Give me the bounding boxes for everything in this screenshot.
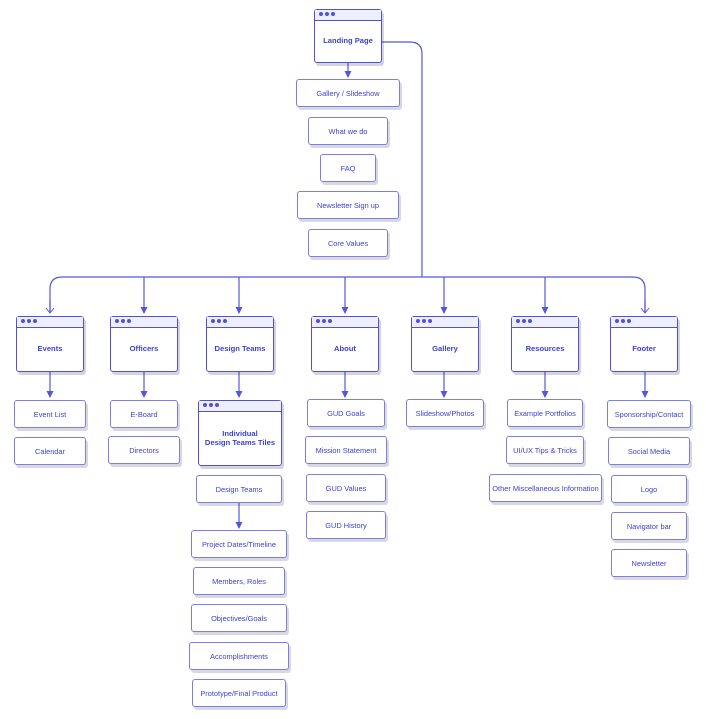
connector-bus	[49, 276, 646, 313]
landing-page-label: Landing Page	[323, 36, 373, 46]
footer-page-label: Footer	[632, 344, 656, 354]
resources-page-node[interactable]: Resources	[511, 316, 579, 372]
landing-item-core-values[interactable]: Core Values	[308, 229, 388, 257]
resources-item-example-portfolios[interactable]: Example Portfolios	[507, 399, 583, 427]
landing-item-faq[interactable]: FAQ	[320, 154, 376, 182]
gallery-page-node[interactable]: Gallery	[411, 316, 479, 372]
gallery-item-slideshow-photos[interactable]: Slideshow/Photos	[406, 399, 484, 427]
about-item-gud-goals[interactable]: GUD Goals	[307, 399, 385, 427]
officers-item-directors[interactable]: Directors	[108, 436, 180, 464]
resources-item-ui-ux-tips[interactable]: UI/UX Tips & Tricks	[506, 436, 584, 464]
events-page-node[interactable]: Events	[16, 316, 84, 372]
design-team-detail-objectives-goals[interactable]: Objectives/Goals	[191, 604, 287, 632]
design-team-detail-prototype[interactable]: Prototype/Final Product	[192, 679, 286, 707]
events-item-event-list[interactable]: Event List	[14, 400, 86, 428]
connector-landing-branch	[382, 41, 423, 277]
landing-item-gallery-slideshow[interactable]: Gallery / Slideshow	[296, 79, 400, 107]
footer-item-logo[interactable]: Logo	[611, 475, 687, 503]
about-item-mission-statement[interactable]: Mission Statement	[305, 436, 387, 464]
footer-page-node[interactable]: Footer	[610, 316, 678, 372]
design-teams-page-node[interactable]: Design Teams	[206, 316, 274, 372]
landing-item-what-we-do[interactable]: What we do	[308, 117, 388, 145]
officers-page-node[interactable]: Officers	[110, 316, 178, 372]
about-item-gud-values[interactable]: GUD Values	[306, 474, 386, 502]
footer-item-newsletter[interactable]: Newsletter	[611, 549, 687, 577]
design-teams-item-design-teams[interactable]: Design Teams	[196, 475, 282, 503]
design-team-detail-members-roles[interactable]: Members, Roles	[193, 567, 285, 595]
resources-page-label: Resources	[525, 344, 565, 354]
officers-page-label: Officers	[129, 344, 159, 354]
officers-item-e-board[interactable]: E-Board	[110, 400, 178, 428]
landing-item-newsletter-sign-up[interactable]: Newsletter Sign up	[297, 191, 399, 219]
footer-item-sponsorship-contact[interactable]: Sponsorship/Contact	[607, 400, 691, 428]
individual-design-teams-tiles-label: Individual Design Teams Tiles	[204, 428, 276, 447]
individual-design-teams-tiles-node[interactable]: Individual Design Teams Tiles	[198, 400, 282, 466]
landing-page-node[interactable]: Landing Page	[314, 9, 382, 63]
gallery-page-label: Gallery	[432, 344, 458, 354]
footer-item-navigator-bar[interactable]: Navigator bar	[611, 512, 687, 540]
about-page-label: About	[334, 344, 356, 354]
design-teams-page-label: Design Teams	[214, 344, 266, 354]
events-item-calendar[interactable]: Calendar	[14, 437, 86, 465]
design-team-detail-accomplishments[interactable]: Accomplishments	[189, 642, 289, 670]
footer-item-social-media[interactable]: Social Media	[608, 437, 690, 465]
about-page-node[interactable]: About	[311, 316, 379, 372]
events-page-label: Events	[37, 344, 63, 354]
about-item-gud-history[interactable]: GUD History	[306, 511, 386, 539]
resources-item-other-misc-info[interactable]: Other Miscellaneous Information	[489, 474, 602, 502]
design-team-detail-project-dates[interactable]: Project Dates/Timeline	[191, 530, 287, 558]
